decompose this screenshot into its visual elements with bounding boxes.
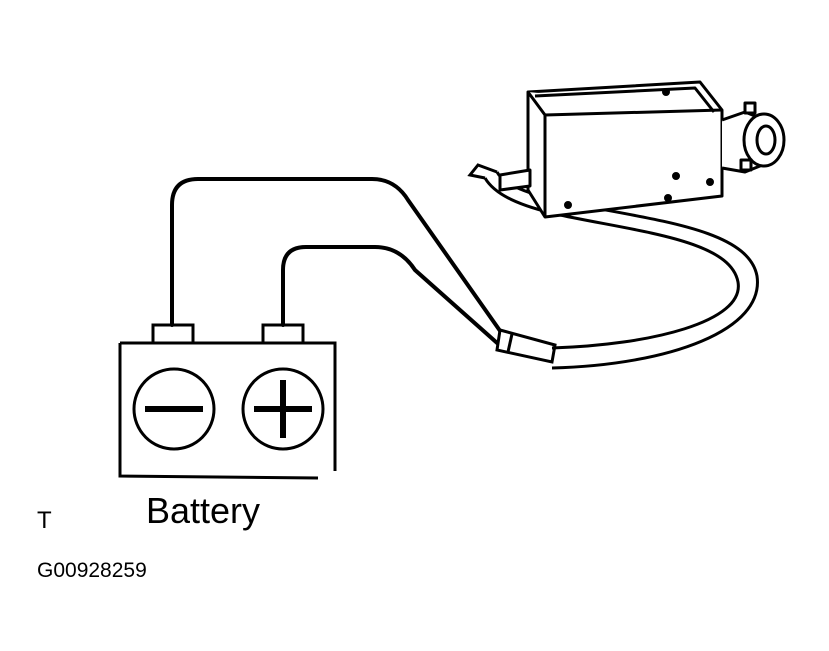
figure-code: G00928259 xyxy=(37,559,147,582)
solenoid-frame-top xyxy=(526,91,723,217)
negative-wire xyxy=(170,177,512,347)
positive-post xyxy=(261,323,305,345)
battery xyxy=(118,323,337,480)
negative-post xyxy=(151,323,195,345)
wires xyxy=(170,177,512,352)
door-lock-solenoid xyxy=(498,80,786,219)
minus-icon xyxy=(132,367,216,451)
positive-wire xyxy=(281,245,507,352)
plus-icon xyxy=(241,367,325,451)
solenoid-inner-edge xyxy=(534,86,716,113)
solenoid-wire-stub xyxy=(498,168,532,192)
solenoid-body xyxy=(526,80,724,219)
corner-label: T xyxy=(37,507,52,534)
wire-connector xyxy=(495,328,557,364)
battery-label: Battery xyxy=(146,490,260,531)
